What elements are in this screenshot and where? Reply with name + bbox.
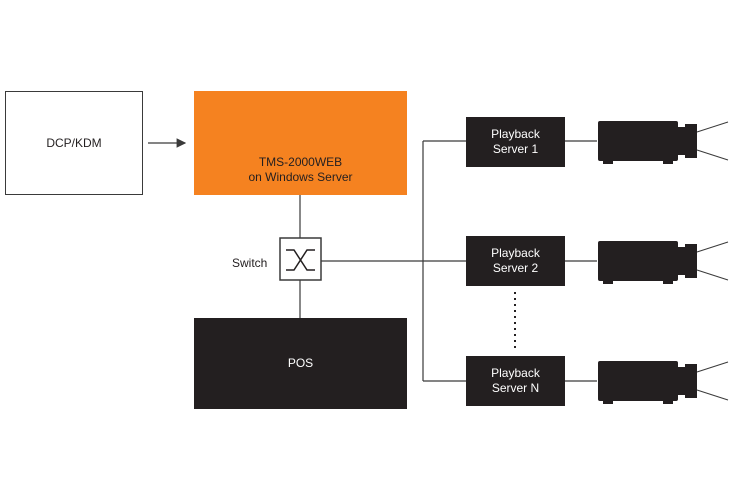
- projector-icon: [598, 121, 729, 164]
- playback-server-label: Playback Server N: [491, 366, 540, 395]
- switch-icon: [279, 237, 322, 281]
- playback-server-label: Playback Server 2: [491, 246, 540, 275]
- dcp-kdm-label: DCP/KDM: [46, 135, 102, 150]
- tms-server-box: TMS-2000WEB on Windows Server: [194, 91, 407, 195]
- projector-icon: [598, 361, 729, 404]
- playback-server-n-box: Playback Server N: [466, 356, 565, 406]
- tms-label: TMS-2000WEB on Windows Server: [248, 155, 353, 184]
- playback-server-1-box: Playback Server 1: [466, 117, 565, 167]
- dcp-kdm-box: DCP/KDM: [5, 91, 143, 195]
- pos-label: POS: [287, 356, 314, 370]
- playback-server-label: Playback Server 1: [491, 127, 540, 156]
- playback-server-2-box: Playback Server 2: [466, 236, 565, 286]
- pos-box: POS: [194, 318, 407, 409]
- projector-icon: [598, 241, 729, 284]
- switch-label: Switch: [232, 256, 268, 270]
